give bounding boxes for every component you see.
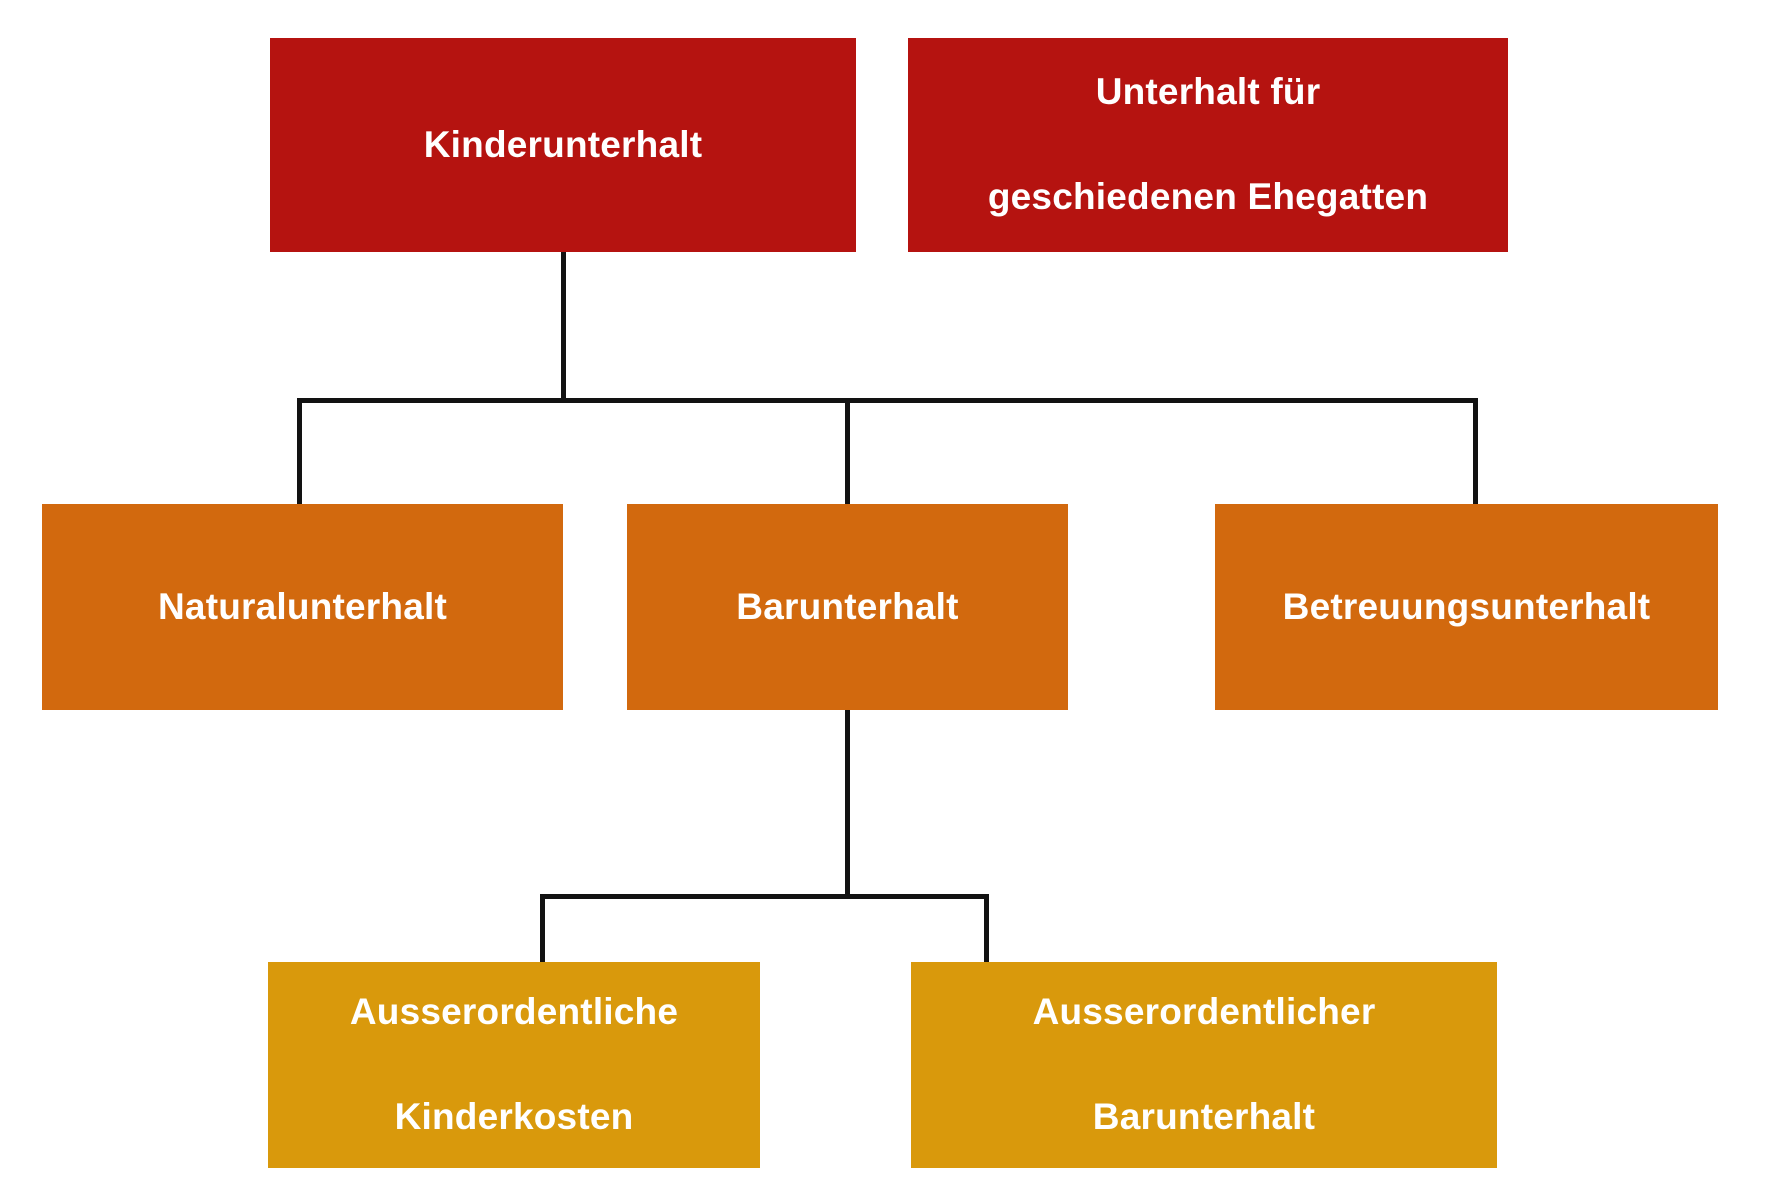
node-barunterhalt: Barunterhalt (627, 504, 1068, 710)
node-naturalunterhalt-label: Naturalunterhalt (158, 585, 447, 627)
node-ao-kinderkosten-line2: Kinderkosten (394, 1096, 634, 1138)
node-betreuungsunterhalt-label: Betreuungsunterhalt (1282, 585, 1651, 627)
edge-branch-ao-kinderkosten (540, 894, 545, 968)
node-barunterhalt-label: Barunterhalt (736, 585, 959, 627)
node-naturalunterhalt: Naturalunterhalt (42, 504, 563, 710)
node-ehegattenunterhalt-line1: Unterhalt für (1095, 71, 1321, 113)
edge-barunterhalt-down (845, 710, 850, 898)
node-ehegattenunterhalt-label: Unterhalt für geschiedenen Ehegatten (918, 66, 1498, 224)
node-betreuungsunterhalt: Betreuungsunterhalt (1215, 504, 1718, 710)
node-unterhalt-fuer-geschiedenen-ehegatten: Unterhalt für geschiedenen Ehegatten (908, 38, 1508, 252)
edge-branch-naturalunterhalt (297, 398, 302, 508)
node-ehegattenunterhalt-line2: geschiedenen Ehegatten (987, 176, 1429, 218)
edge-bus-level3 (540, 894, 989, 899)
node-ao-kinderkosten-line1: Ausserordentliche (349, 991, 679, 1033)
node-ao-barunterhalt-line2: Barunterhalt (1092, 1096, 1316, 1138)
node-kinderunterhalt: Kinderunterhalt (270, 38, 856, 252)
edge-kinderunterhalt-down (561, 252, 566, 402)
edge-branch-betreuungsunterhalt (1473, 398, 1478, 508)
node-kinderunterhalt-label: Kinderunterhalt (423, 123, 703, 165)
edge-bus-level2 (297, 398, 1478, 403)
edge-branch-barunterhalt (845, 398, 850, 508)
edge-branch-ao-barunterhalt (984, 894, 989, 968)
node-ao-barunterhalt-line1: Ausserordentlicher (1032, 991, 1376, 1033)
